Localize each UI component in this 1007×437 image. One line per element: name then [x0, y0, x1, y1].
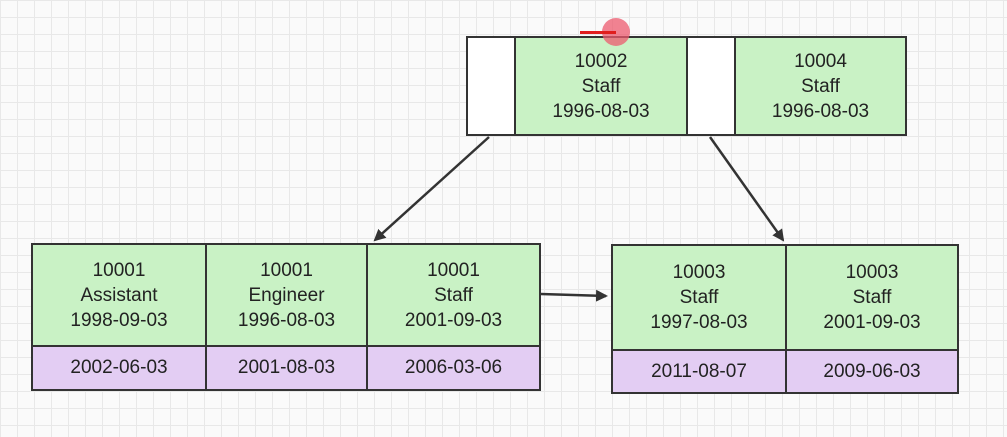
key-id: 10002 [574, 50, 628, 72]
left-leaf-data-cell-3: 2006-03-06 [368, 345, 539, 389]
left-leaf-key-cell-1: 10001 Assistant 1998-09-03 [33, 245, 207, 345]
right-leaf-data-cell-1: 2011-08-07 [613, 349, 787, 392]
right-leaf-key-cell-2: 10003 Staff 2001-09-03 [787, 246, 957, 349]
root-key-cell-1: 10002 Staff 1996-08-03 [516, 38, 688, 134]
root-to-left-leaf-arrow [373, 136, 490, 242]
key-id: 10001 [260, 259, 313, 281]
key-date: 2001-09-03 [404, 309, 503, 331]
key-title: Staff [679, 287, 719, 308]
key-date: 1998-09-03 [70, 309, 168, 331]
root-node: 10002 Staff 1996-08-03 10004 Staff 1996-… [466, 36, 907, 136]
key-date: 1996-08-03 [552, 100, 650, 122]
left-leaf-node: 10001 Assistant 1998-09-03 10001 Enginee… [31, 243, 541, 391]
key-date: 1997-08-03 [650, 312, 748, 333]
key-title: Staff [434, 284, 473, 306]
root-pointer-cell-1 [468, 38, 516, 134]
key-id: 10003 [672, 262, 726, 283]
left-leaf-key-cell-3: 10001 Staff 2001-09-03 [368, 245, 539, 345]
key-title: Staff [801, 75, 840, 97]
left-leaf-data-cell-2: 2001-08-03 [207, 345, 368, 389]
key-id: 10004 [794, 50, 847, 72]
key-id: 10001 [427, 259, 480, 281]
key-date: 1996-08-03 [771, 100, 870, 122]
key-title: Engineer [248, 284, 325, 306]
cursor-dash-mark [580, 31, 616, 34]
key-title: Staff [581, 75, 621, 97]
key-id: 10001 [92, 259, 146, 281]
left-leaf-key-cell-2: 10001 Engineer 1996-08-03 [207, 245, 368, 345]
key-id: 10003 [845, 262, 899, 283]
right-leaf-data-cell-2: 2009-06-03 [787, 349, 957, 392]
key-date: 1996-08-03 [237, 309, 336, 331]
root-to-right-leaf-arrow [708, 136, 785, 242]
key-title: Staff [852, 287, 892, 308]
right-leaf-key-cell-1: 10003 Staff 1997-08-03 [613, 246, 787, 349]
left-leaf-data-cell-1: 2002-06-03 [33, 345, 207, 389]
root-pointer-cell-2 [688, 38, 736, 134]
root-key-cell-2: 10004 Staff 1996-08-03 [736, 38, 905, 134]
right-leaf-node: 10003 Staff 1997-08-03 10003 Staff 2001-… [611, 244, 959, 394]
key-title: Assistant [80, 284, 158, 306]
leaf-sibling-arrow [540, 289, 608, 302]
key-date: 2001-09-03 [823, 312, 921, 333]
